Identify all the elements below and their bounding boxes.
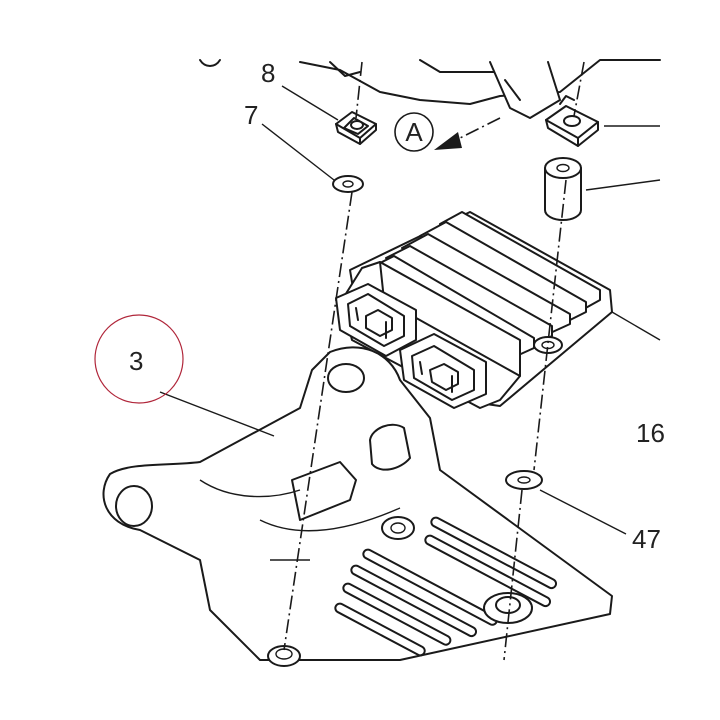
regulator-rectifier	[335, 211, 613, 409]
view-a-arrow	[434, 117, 501, 150]
clip-nut-right	[545, 95, 599, 147]
washer-part-7	[332, 175, 364, 193]
callout-8: 8	[261, 58, 275, 88]
callout-7: 7	[244, 100, 258, 130]
view-a-label-circle	[394, 112, 434, 152]
callout-3: 3	[129, 346, 143, 376]
frame-fragment-top	[199, 59, 661, 119]
spacer-collar	[544, 157, 582, 221]
callout-47: 47	[632, 524, 661, 554]
callout-16: 16	[636, 418, 665, 448]
callout-3-highlight-circle	[94, 314, 184, 404]
clip-nut-part-8	[335, 111, 377, 145]
bracket-part-3	[102, 346, 613, 667]
view-a-label: A	[405, 117, 423, 147]
washer-part-47	[505, 470, 543, 490]
leader-lines	[159, 85, 661, 535]
assembly-centerlines	[283, 61, 585, 661]
